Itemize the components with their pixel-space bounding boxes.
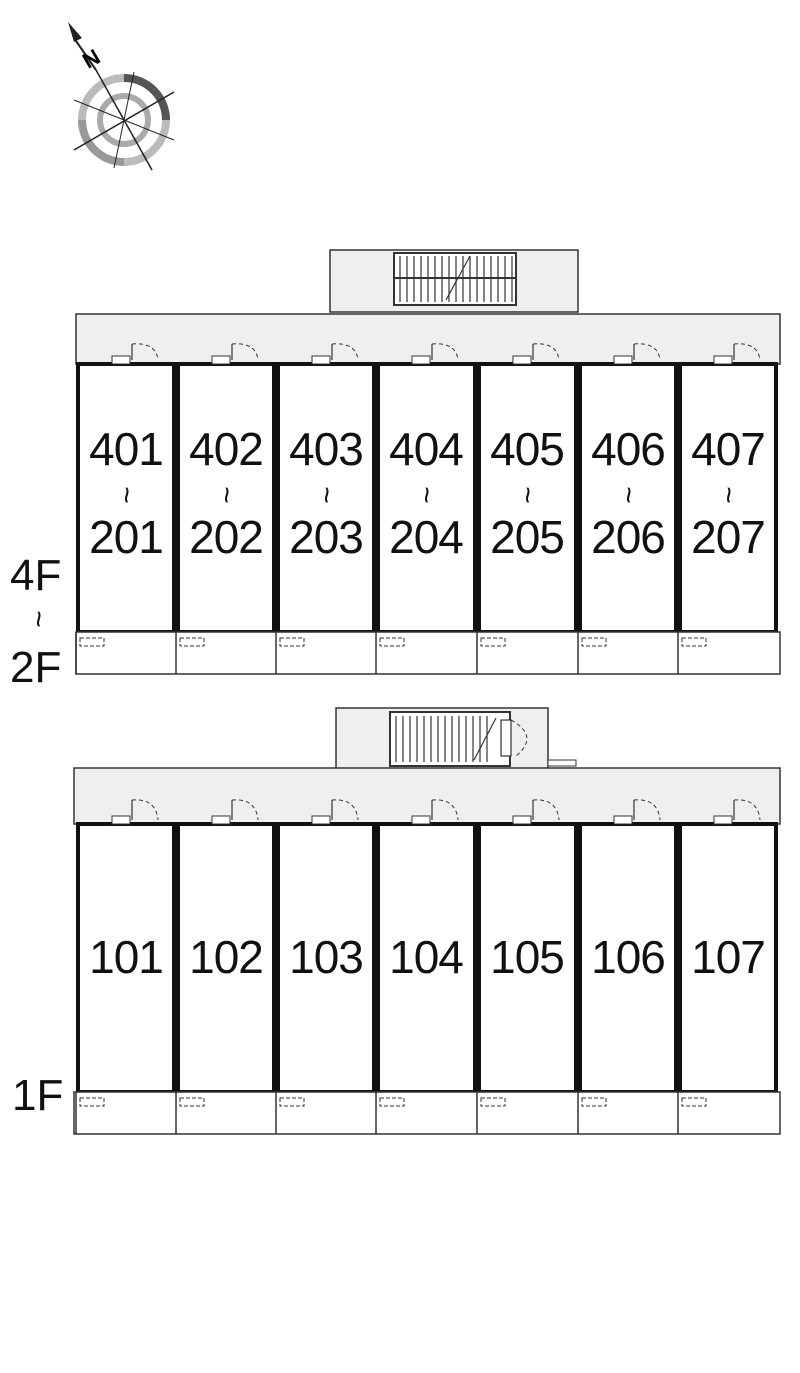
door-icon [713, 355, 733, 365]
unit-label-403: 403 [289, 423, 364, 475]
ac-unit-icon [279, 637, 305, 647]
door-icon [411, 355, 431, 365]
ac-unit-icon [79, 637, 105, 647]
unit-room [678, 822, 778, 1094]
door-swing [633, 343, 661, 361]
door-icon [111, 355, 131, 365]
door-swing [431, 799, 459, 821]
upper-stair-core [329, 249, 579, 313]
door-swing [131, 799, 159, 821]
door-swing [633, 799, 661, 821]
door-icon [311, 355, 331, 365]
ac-unit-icon [179, 637, 205, 647]
upper-units [76, 343, 778, 634]
ac-unit-icon [681, 637, 707, 647]
door-swing [331, 343, 359, 361]
unit-label-202: 202 [189, 511, 264, 563]
unit-label-201: 201 [89, 511, 164, 563]
door-swing [431, 343, 459, 361]
ac-unit-icon [681, 1097, 707, 1107]
lower-units [76, 799, 778, 1094]
door-icon [311, 815, 331, 825]
unit-label-105: 105 [490, 931, 565, 983]
unit-label-402: 402 [189, 423, 264, 475]
unit-label-401: 401 [89, 423, 164, 475]
ac-unit-icon [480, 637, 506, 647]
unit-label-207: 207 [691, 511, 766, 563]
ac-unit-icon [581, 637, 607, 647]
door-icon [411, 815, 431, 825]
ac-unit-icon [179, 1097, 205, 1107]
door-swing [532, 799, 560, 821]
door-icon [713, 815, 733, 825]
door-icon [613, 815, 633, 825]
ac-unit-icon [379, 637, 405, 647]
unit-label-407: 407 [691, 423, 766, 475]
unit-label-406: 406 [591, 423, 666, 475]
upper-balconies [75, 631, 781, 675]
unit-label-102: 102 [189, 931, 264, 983]
unit-room [578, 822, 678, 1094]
door-swing [331, 799, 359, 821]
unit-label-101: 101 [89, 931, 164, 983]
unit-label-203: 203 [289, 511, 364, 563]
lower-balconies [73, 1091, 781, 1135]
unit-room [678, 362, 778, 634]
unit-label-205: 205 [490, 511, 565, 563]
unit-label-206: 206 [591, 511, 666, 563]
unit-label-404: 404 [389, 423, 464, 475]
door-icon [613, 355, 633, 365]
floor-label-2f: 2F [10, 643, 62, 692]
door-swing [231, 799, 259, 821]
unit-room [176, 362, 276, 634]
unit-room [477, 362, 578, 634]
door-swing [131, 343, 159, 361]
ac-unit-icon [480, 1097, 506, 1107]
door-icon [512, 815, 532, 825]
door-swing [231, 343, 259, 361]
door-swing [532, 343, 560, 361]
door-icon [211, 815, 231, 825]
door-icon [111, 815, 131, 825]
unit-label-107: 107 [691, 931, 766, 983]
ac-unit-icon [581, 1097, 607, 1107]
unit-label-204: 204 [389, 511, 464, 563]
ac-unit-icon [379, 1097, 405, 1107]
ac-unit-icon [279, 1097, 305, 1107]
unit-room [76, 822, 176, 1094]
door-icon [211, 355, 231, 365]
unit-room [477, 822, 578, 1094]
lower-stair-core [335, 707, 577, 773]
door-swing [733, 343, 761, 361]
floor-label-1f: 1F [12, 1071, 64, 1120]
unit-label-103: 103 [289, 931, 364, 983]
unit-label-106: 106 [591, 931, 666, 983]
unit-label-405: 405 [490, 423, 565, 475]
unit-label-104: 104 [389, 931, 464, 983]
lower-corridor [73, 767, 781, 825]
door-swing [733, 799, 761, 821]
ac-unit-icon [79, 1097, 105, 1107]
floor-label-4f: 4F [10, 551, 62, 600]
door-icon [512, 355, 532, 365]
compass-rose-icon: N [68, 22, 175, 171]
